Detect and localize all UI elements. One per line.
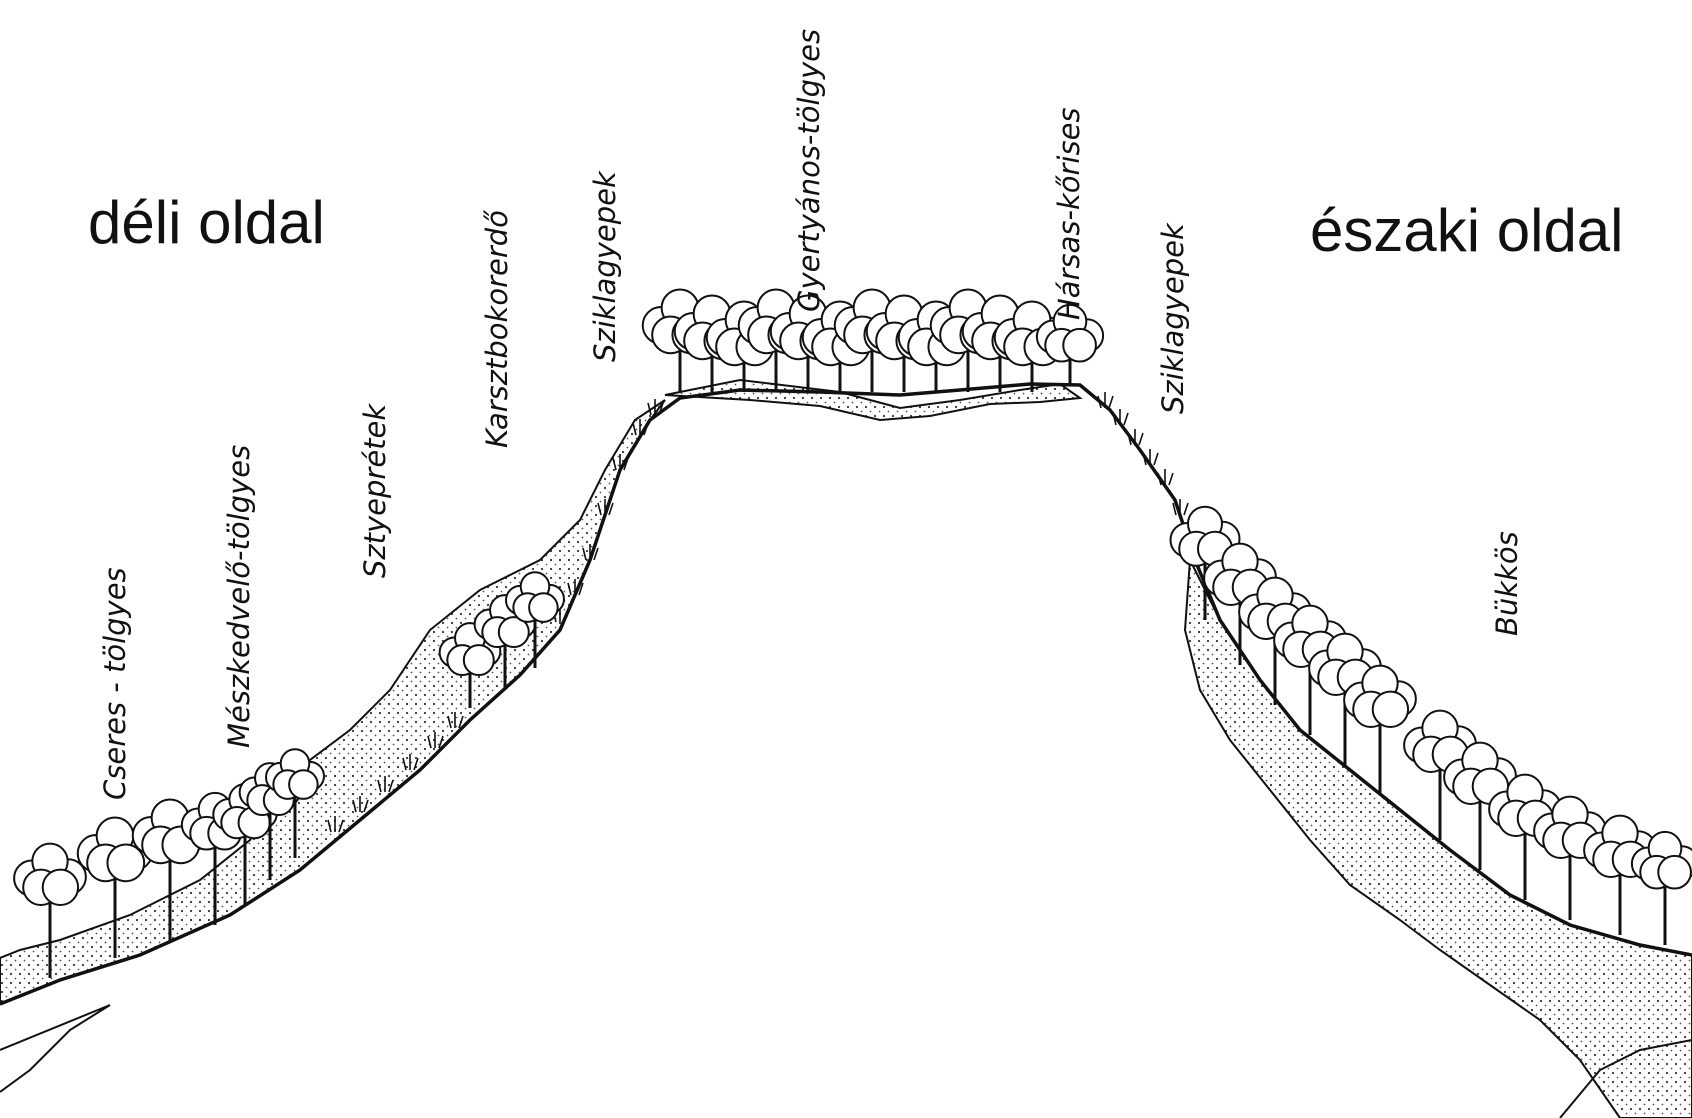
- grass-tuft: [352, 796, 369, 813]
- grass-tuft: [612, 454, 629, 471]
- grass-tuft: [632, 419, 649, 436]
- grass-tuft: [427, 732, 444, 749]
- grass-tuft: [327, 816, 344, 833]
- zone-label-sztyepretek: Sztyeprétek: [358, 403, 392, 578]
- south-side-title: déli oldal: [88, 189, 325, 256]
- grass-tuft: [597, 499, 614, 516]
- grass-tuft: [1157, 469, 1174, 486]
- grass-tuft: [402, 754, 419, 771]
- north-side-title: északi oldal: [1310, 197, 1624, 264]
- tree: [1630, 830, 1692, 945]
- zone-label-karsztbokorerdo: Karsztbokorerdő: [480, 210, 514, 448]
- grass-tuft: [567, 579, 584, 596]
- grass-tuft: [1142, 449, 1159, 466]
- tree: [1343, 664, 1417, 795]
- zone-label-sziklagyepek-north: Sziklagyepek: [1156, 223, 1190, 414]
- zone-label-meszkedvelo-tolgyes: Mészkedvelő-tölgyes: [222, 444, 256, 748]
- tree: [1403, 709, 1477, 840]
- zone-label-cseres-tolgyes: Cseres - tölgyes: [98, 567, 132, 800]
- tree: [13, 842, 87, 978]
- grass-tuft: [582, 544, 599, 561]
- zone-label-sziklagyepek-south: Sziklagyepek: [588, 171, 622, 362]
- north-lower-edge: [1559, 1039, 1692, 1118]
- grass-tuft: [1097, 392, 1114, 409]
- ground-outline: [0, 382, 1692, 1006]
- tree: [1203, 542, 1277, 665]
- tree: [1273, 604, 1347, 735]
- grass-tuft: [1127, 429, 1144, 446]
- grass-tuft: [647, 399, 664, 416]
- zone-label-gyertyanos-tolgyes: Gyertyános-tölgyes: [792, 28, 826, 312]
- tree: [505, 571, 565, 668]
- tree-canopies: [13, 288, 1692, 978]
- grass-tuft: [447, 712, 464, 729]
- grass-tuft: [377, 776, 394, 793]
- tree: [1035, 303, 1105, 386]
- south-lower-edge: [0, 1004, 111, 1093]
- grass-tuft: [1172, 499, 1189, 516]
- zone-label-bukkos: Bükkös: [1490, 531, 1524, 636]
- grass-tufts: [327, 392, 1199, 833]
- tree: [1169, 505, 1241, 620]
- grass-tuft: [1112, 409, 1129, 426]
- zone-label-harsas-korises: Hársas-kőrises: [1052, 107, 1086, 320]
- tree: [265, 748, 325, 858]
